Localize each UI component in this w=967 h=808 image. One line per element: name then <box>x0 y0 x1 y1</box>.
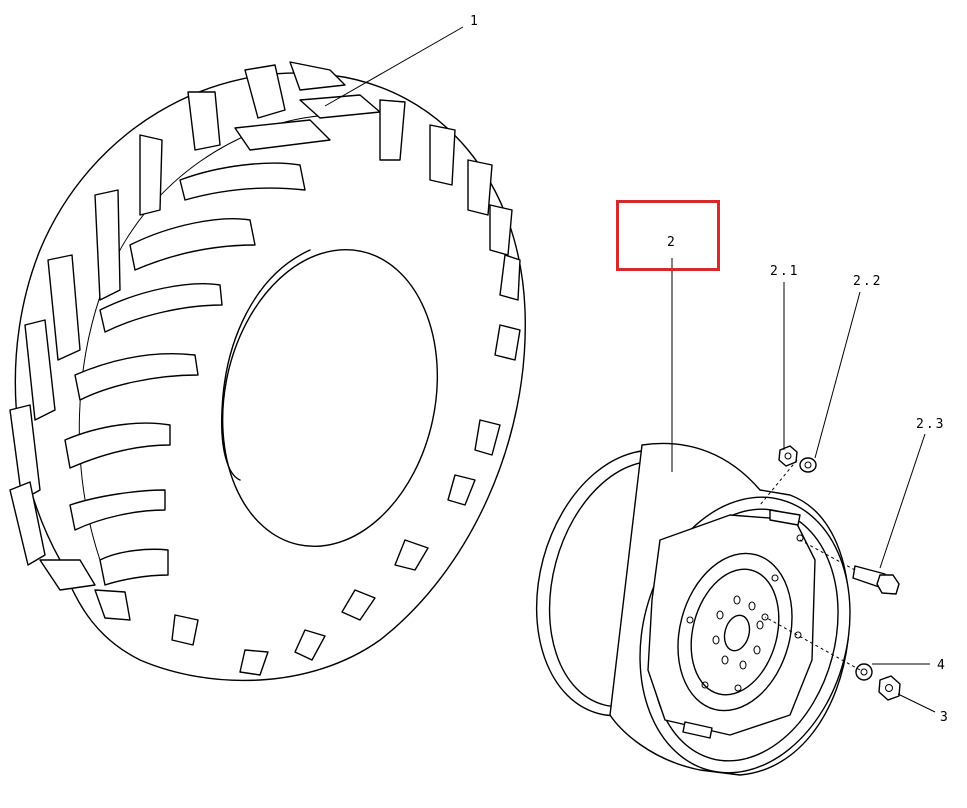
rim-stud-holes <box>712 595 764 670</box>
tire-bead-opening <box>221 248 439 548</box>
rim-hub-inner <box>690 568 780 696</box>
bolt-head <box>876 574 900 595</box>
rim-mount-tab-top <box>769 509 801 526</box>
tire-edge-lugs <box>171 99 521 676</box>
assembly-axis-bolt <box>799 539 856 571</box>
leader-lower-nut <box>897 693 936 713</box>
leader-bolt <box>879 433 926 569</box>
label-upper-nut: 2.1 <box>770 264 799 279</box>
rim-center-bore <box>723 614 751 652</box>
lower-nut <box>878 675 901 701</box>
leader-upper-washer <box>814 291 861 459</box>
leader-tire <box>324 26 464 107</box>
leader-lines <box>324 26 936 713</box>
tire <box>9 61 526 682</box>
upper-nut <box>778 445 798 467</box>
assembly-axis-lower <box>764 616 861 671</box>
part-labels: 1 2 2.1 2.2 2.3 4 3 <box>470 14 950 725</box>
lower-washer <box>855 663 873 681</box>
label-wheel-rim: 2 <box>667 235 677 250</box>
rim-disc-bolt-holes <box>686 534 804 692</box>
highlight-box <box>616 200 720 271</box>
fasteners <box>778 445 901 701</box>
label-lower-washer: 4 <box>937 658 947 673</box>
rim-mount-tab-bottom <box>682 721 713 739</box>
label-lower-nut: 3 <box>940 710 950 725</box>
assembly-axis-upper <box>759 459 798 506</box>
label-bolt: 2.3 <box>916 417 945 432</box>
tire-inner-wall <box>220 249 311 481</box>
upper-washer <box>799 457 817 473</box>
label-tire: 1 <box>470 14 480 29</box>
tire-tread-lugs <box>9 61 381 621</box>
wheel-rim <box>535 442 851 776</box>
label-upper-washer: 2.2 <box>853 274 882 289</box>
